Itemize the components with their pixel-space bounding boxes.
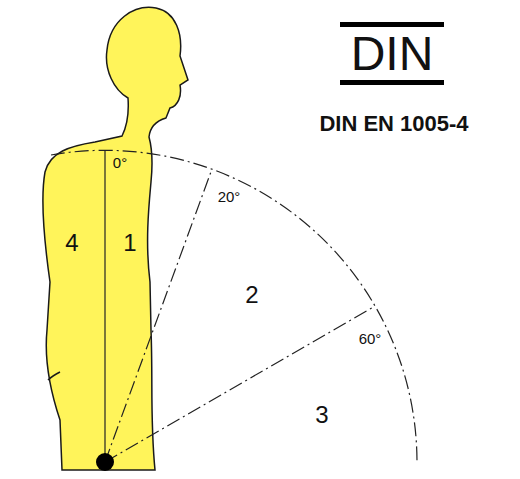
vertical-reference-line	[104, 150, 105, 462]
zone-number: 2	[245, 283, 258, 307]
zone-number: 1	[123, 231, 136, 255]
standard-number: DIN EN 1005-4	[319, 113, 468, 135]
angle-line-20	[105, 169, 212, 462]
angle-line-60	[105, 306, 375, 462]
zone-number: 3	[315, 403, 328, 427]
arm-line	[48, 372, 60, 380]
logo-bar-top	[340, 22, 444, 27]
logo-text: DIN	[351, 30, 434, 78]
angle-label: 60°	[359, 331, 382, 346]
angle-arc	[51, 150, 417, 462]
angle-label: 0°	[113, 155, 127, 170]
zone-number: 4	[65, 231, 78, 255]
pivot-dot	[96, 453, 114, 471]
angle-label: 20°	[218, 189, 241, 204]
logo-bar-bottom	[340, 80, 444, 85]
human-silhouette	[43, 7, 188, 470]
